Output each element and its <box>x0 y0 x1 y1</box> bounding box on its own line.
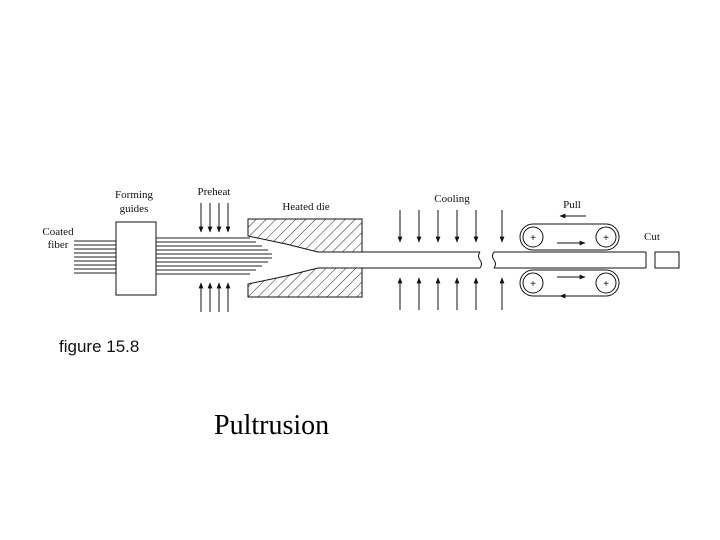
preheat-label: Preheat <box>198 186 231 198</box>
svg-text:+: + <box>603 279 609 290</box>
cut-piece <box>654 251 680 269</box>
svg-text:+: + <box>603 233 609 244</box>
forming-guides-label-line2: guides <box>120 203 149 215</box>
heated-die-label: Heated die <box>282 201 329 213</box>
cooling-arrows-top <box>397 210 505 243</box>
pultruded-profile <box>318 251 647 269</box>
fiber-bundle-incoming <box>74 240 116 274</box>
cooling-arrows-bottom <box>397 277 505 310</box>
bottom-left-roller <box>522 272 544 294</box>
heated-die <box>247 218 363 253</box>
pull-belt-top: + + <box>519 223 620 251</box>
top-right-roller <box>595 226 617 248</box>
figure-number: figure 15.8 <box>59 337 139 356</box>
pull-belt-bottom: + + <box>519 269 620 297</box>
bottom-right-roller <box>595 272 617 294</box>
top-left-roller <box>522 226 544 248</box>
forming-guides-box <box>115 221 157 296</box>
fiber-bundle-to-die <box>156 237 272 275</box>
coated-fiber-label-line2: fiber <box>48 239 69 251</box>
coated-fiber-label-line1: Coated <box>42 226 74 238</box>
svg-text:+: + <box>530 279 536 290</box>
heated-die-lower <box>247 267 363 298</box>
pull-label: Pull <box>563 199 581 211</box>
cut-label: Cut <box>644 231 660 243</box>
cooling-label: Cooling <box>434 193 470 205</box>
caption: Pultrusion <box>214 410 329 441</box>
preheat-arrows-bottom <box>198 282 231 312</box>
preheat-arrows-top <box>198 203 231 233</box>
forming-guides-label-line1: Forming <box>115 189 153 201</box>
svg-text:+: + <box>530 233 536 244</box>
